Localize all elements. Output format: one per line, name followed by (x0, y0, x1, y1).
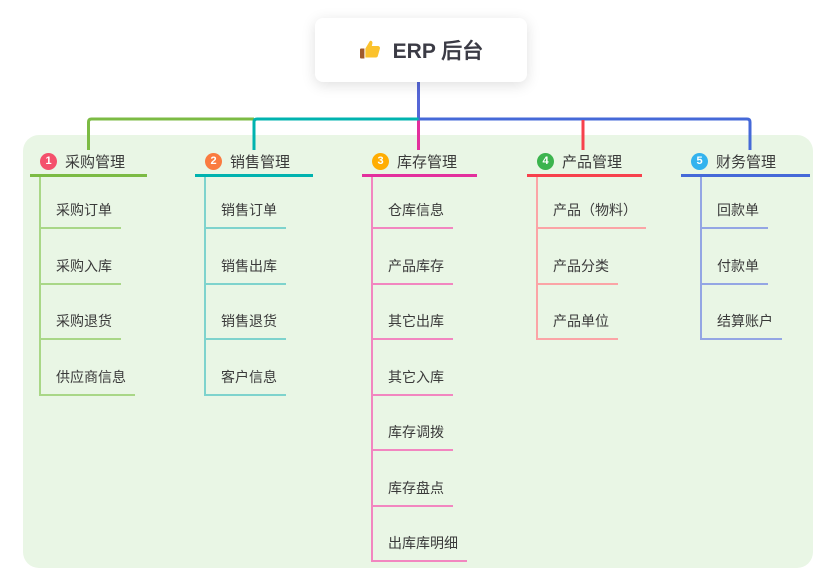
child-node[interactable]: 采购入库 (39, 258, 121, 285)
child-node[interactable]: 客户信息 (204, 369, 286, 396)
branch-head-5[interactable]: 5 财务管理 (681, 148, 810, 177)
child-node[interactable]: 销售出库 (204, 258, 286, 285)
branch-label: 采购管理 (65, 153, 126, 171)
child-node[interactable]: 产品（物料） (536, 202, 646, 229)
child-node[interactable]: 产品库存 (371, 258, 453, 285)
child-node[interactable]: 付款单 (700, 258, 768, 285)
branch-head-4[interactable]: 4 产品管理 (527, 148, 642, 177)
branch-head-2[interactable]: 2 销售管理 (195, 148, 313, 177)
child-node[interactable]: 库存调拨 (371, 424, 453, 451)
child-node[interactable]: 销售订单 (204, 202, 286, 229)
child-node[interactable]: 回款单 (700, 202, 768, 229)
branch-stem (39, 177, 41, 396)
branch-stem (536, 177, 538, 340)
branch-label: 财务管理 (716, 153, 777, 171)
branch-stem (700, 177, 702, 340)
branch-number-badge: 3 (372, 152, 389, 170)
thumbs-up-icon (359, 38, 383, 62)
branch-head-1[interactable]: 1 采购管理 (30, 148, 147, 177)
root-label: ERP 后台 (392, 40, 484, 63)
child-node[interactable]: 采购退货 (39, 313, 121, 340)
child-node[interactable]: 出库库明细 (371, 535, 467, 562)
branch-label: 产品管理 (562, 153, 623, 171)
mindmap-panel (23, 135, 813, 568)
root-node[interactable]: ERP 后台 (315, 18, 527, 82)
child-node[interactable]: 结算账户 (700, 313, 782, 340)
child-node[interactable]: 其它出库 (371, 313, 453, 340)
child-node[interactable]: 仓库信息 (371, 202, 453, 229)
branch-stem (204, 177, 206, 396)
child-node[interactable]: 供应商信息 (39, 369, 135, 396)
branch-stem (371, 177, 373, 562)
branch-head-3[interactable]: 3 库存管理 (362, 148, 477, 177)
child-node[interactable]: 产品单位 (536, 313, 618, 340)
branch-number-badge: 4 (537, 152, 554, 170)
branch-label: 库存管理 (397, 153, 458, 171)
branch-number-badge: 1 (40, 152, 57, 170)
child-node[interactable]: 库存盘点 (371, 480, 453, 507)
child-node[interactable]: 产品分类 (536, 258, 618, 285)
child-node[interactable]: 其它入库 (371, 369, 453, 396)
child-node[interactable]: 采购订单 (39, 202, 121, 229)
branch-label: 销售管理 (230, 153, 291, 171)
branch-number-badge: 5 (691, 152, 708, 170)
child-node[interactable]: 销售退货 (204, 313, 286, 340)
branch-number-badge: 2 (205, 152, 222, 170)
